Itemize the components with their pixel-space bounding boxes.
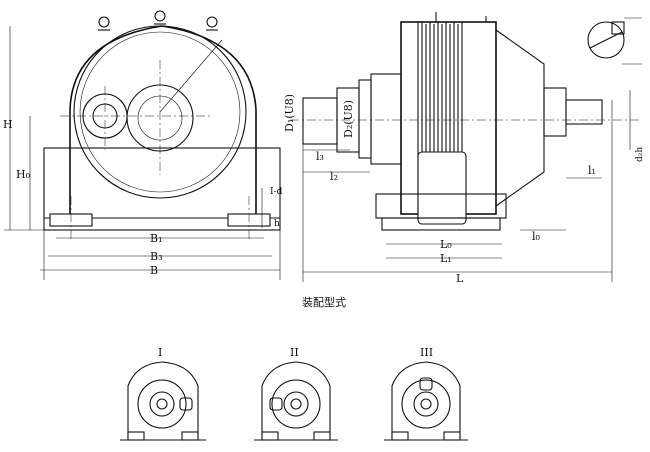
dim-small-l0-label: l₀ bbox=[532, 230, 541, 243]
dim-small-l1-label: l₁ bbox=[588, 164, 596, 177]
key-section bbox=[587, 17, 642, 65]
dim-l0-label: L₀ bbox=[440, 238, 452, 251]
variant-1 bbox=[120, 361, 206, 441]
dim-l-label: L bbox=[456, 272, 464, 285]
variant-3 bbox=[384, 361, 468, 441]
variant-2 bbox=[254, 361, 338, 441]
dim-h-small-label: h bbox=[274, 219, 280, 229]
dim-b1-label: B₁ bbox=[150, 232, 163, 245]
dim-h0-label: H₀ bbox=[16, 168, 31, 181]
dim-l3-label: l₃ bbox=[316, 150, 324, 163]
assembly-caption: 装配型式 bbox=[302, 295, 346, 309]
variant-3-label: III bbox=[420, 346, 433, 359]
dim-l2-label: l₂ bbox=[330, 170, 338, 183]
dim-h-label: H bbox=[3, 118, 13, 131]
dim-l1-label: L₁ bbox=[440, 252, 452, 265]
dim-b-label: B bbox=[150, 264, 158, 277]
side-view bbox=[290, 12, 640, 282]
variant-2-label: II bbox=[290, 346, 299, 359]
dim-d2-label: D₂(U8) bbox=[342, 100, 355, 138]
front-view bbox=[4, 10, 281, 280]
variant-1-label: I bbox=[158, 346, 162, 359]
bolt-label: I-d bbox=[270, 187, 283, 197]
dim-b3-label: B₃ bbox=[150, 250, 163, 263]
shaft-end-label: d₂h bbox=[635, 147, 645, 162]
dim-d1-label: D₁(U8) bbox=[283, 94, 296, 132]
